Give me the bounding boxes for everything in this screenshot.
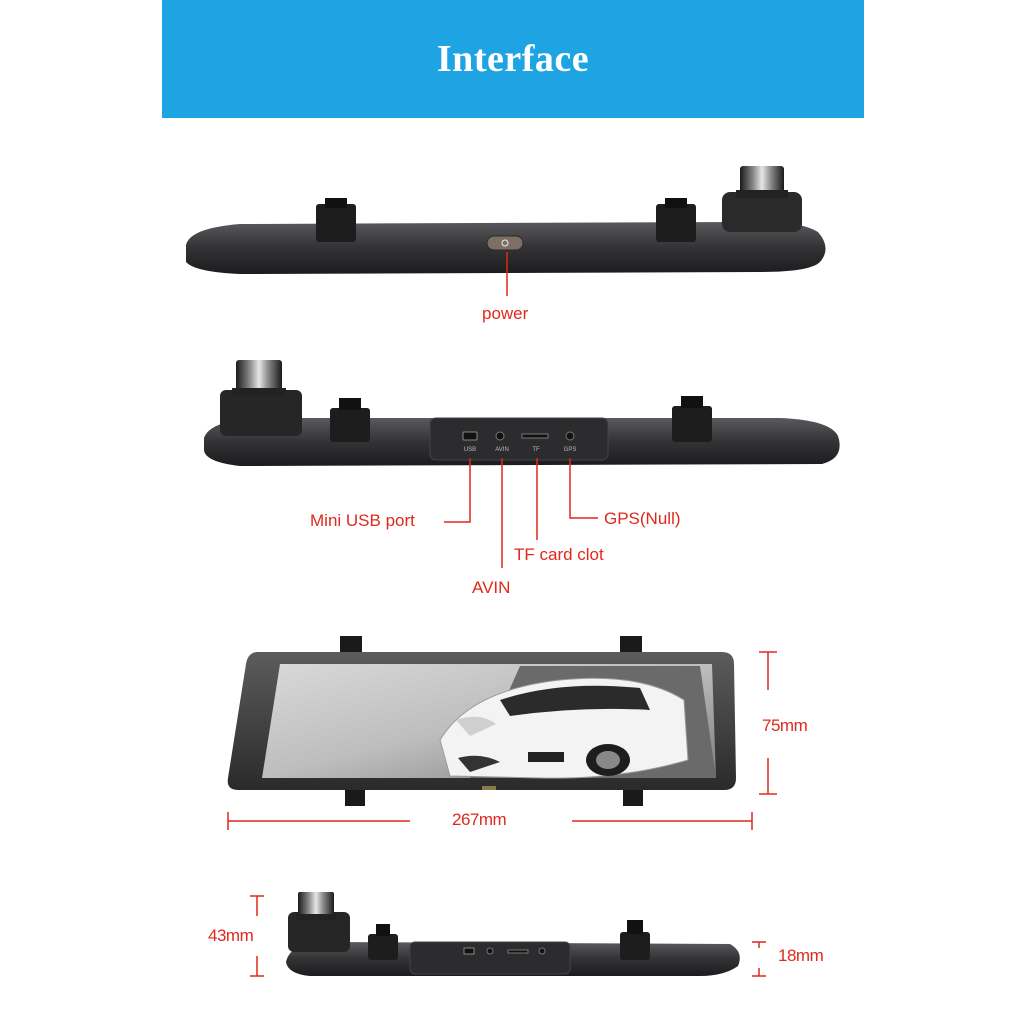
- avin-port-label: AVIN: [495, 447, 509, 453]
- gps-callout: GPS(Null): [604, 509, 681, 528]
- device-top-view: [186, 166, 826, 296]
- width-dimension-label: 267mm: [452, 810, 507, 829]
- usb-port-label: USB: [464, 447, 476, 453]
- depth-body-label: 18mm: [778, 946, 824, 965]
- depth-total-dimension: [250, 895, 264, 977]
- device-bottom-view: [204, 360, 840, 568]
- depth-body-dimension: [752, 941, 766, 977]
- height-dimension-label: 75mm: [762, 716, 808, 735]
- tf-card-callout: TF card clot: [514, 545, 604, 564]
- page-title: Interface: [436, 38, 590, 80]
- power-button: [486, 235, 524, 251]
- device-front-view: [227, 636, 736, 806]
- mini-usb-callout: Mini USB port: [310, 511, 415, 530]
- gps-port-label: GPS: [564, 447, 577, 453]
- power-callout: power: [482, 304, 529, 323]
- device-side-view: [286, 892, 740, 976]
- avin-port-icon: [495, 431, 505, 441]
- width-dimension: [227, 812, 753, 830]
- tf-port-label: TF: [532, 447, 540, 453]
- header-banner: Interface: [162, 0, 864, 118]
- tf-slot-icon: [521, 433, 549, 439]
- usb-port-icon: [462, 431, 478, 441]
- height-dimension: [759, 651, 777, 795]
- car-image: [439, 666, 716, 779]
- avin-callout: AVIN: [472, 578, 511, 597]
- depth-total-label: 43mm: [208, 926, 254, 945]
- gps-port-icon: [565, 431, 575, 441]
